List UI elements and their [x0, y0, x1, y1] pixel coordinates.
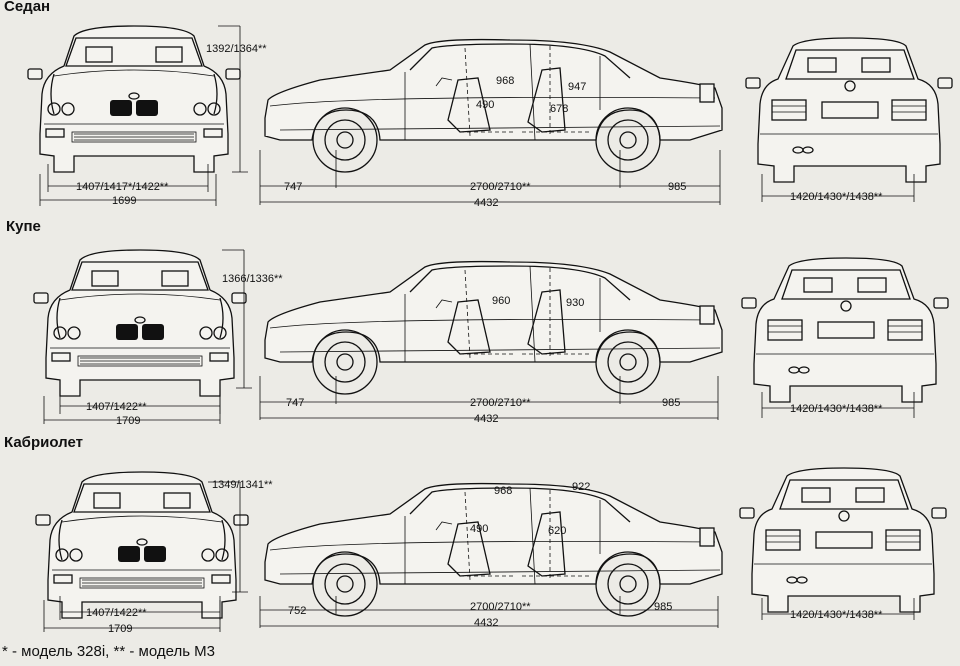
section-label-coupe: Купе	[6, 218, 41, 235]
sedan-rear-view	[745, 37, 953, 183]
convertible-rear-track: 1420/1430*/1438**	[790, 609, 883, 621]
coupe-front-track: 1407/1422**	[86, 401, 147, 413]
coupe-height: 1366/1336**	[222, 273, 283, 285]
sedan-rear-track: 1420/1430*/1438**	[790, 191, 883, 203]
section-label-convertible: Кабриолет	[4, 434, 83, 451]
convertible-width: 1709	[108, 623, 132, 635]
coupe-width: 1709	[116, 415, 140, 427]
coupe-rear-track: 1420/1430*/1438**	[790, 403, 883, 415]
convertible-height: 1349/1341**	[212, 479, 273, 491]
convertible-front-view	[35, 471, 249, 619]
sedan-wheelbase: 2700/2710**	[470, 181, 531, 193]
sedan-headroom-rear: 947	[568, 81, 586, 93]
sedan-width: 1699	[112, 195, 136, 207]
sedan-height: 1392/1364**	[206, 43, 267, 55]
convertible-headroom-front: 968	[494, 485, 512, 497]
coupe-rear-view	[741, 257, 949, 403]
convertible-headroom-rear: 922	[572, 481, 590, 493]
sedan-rear-overhang: 985	[668, 181, 686, 193]
convertible-wheelbase: 2700/2710**	[470, 601, 531, 613]
footnote: * - модель 328i, ** - модель М3	[2, 643, 216, 660]
sedan-front-track: 1407/1417*/1422**	[76, 181, 169, 193]
convertible-seat-front: 490	[470, 523, 488, 535]
coupe-headroom-rear: 930	[566, 297, 584, 309]
coupe-wheelbase: 2700/2710**	[470, 397, 531, 409]
sedan-headroom-front: 968	[496, 75, 514, 87]
sedan-length: 4432	[474, 197, 498, 209]
sedan-seat-rear: 678	[550, 103, 568, 115]
convertible-rear-view	[739, 467, 947, 613]
sedan-front-overhang: 747	[284, 181, 302, 193]
convertible-front-track: 1407/1422**	[86, 607, 147, 619]
coupe-headroom-front: 960	[492, 295, 510, 307]
coupe-front-overhang: 747	[286, 397, 304, 409]
coupe-side-view	[264, 260, 723, 395]
convertible-side-view	[264, 482, 723, 617]
convertible-length: 4432	[474, 617, 498, 629]
convertible-front-overhang: 752	[288, 605, 306, 617]
coupe-rear-overhang: 985	[662, 397, 680, 409]
convertible-seat-rear: 620	[548, 525, 566, 537]
convertible-rear-overhang: 985	[654, 601, 672, 613]
coupe-front-view	[33, 249, 247, 397]
coupe-length: 4432	[474, 413, 498, 425]
sedan-seat-front: 490	[476, 99, 494, 111]
section-label-sedan: Седан	[4, 0, 51, 15]
